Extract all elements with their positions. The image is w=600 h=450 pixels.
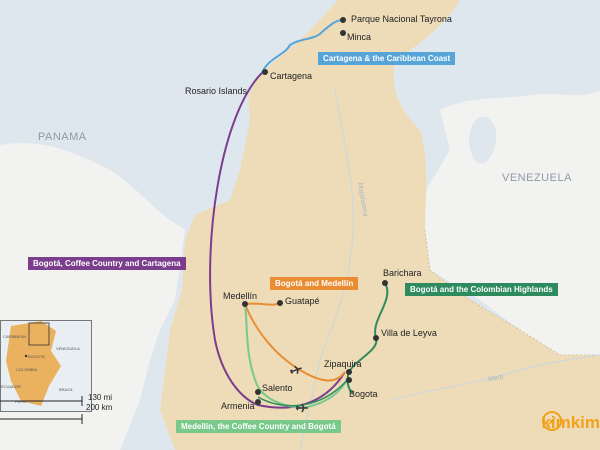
scale-label-km: 200 km <box>86 403 113 412</box>
scale-label-mi: 130 mi <box>88 393 113 402</box>
marker-salento[interactable] <box>255 389 261 395</box>
inset-locator-map: CARIBBEAN VENEZUELA BOGOTA COLOMBIA ECUA… <box>0 320 92 412</box>
river-magdalena <box>299 89 354 450</box>
country-label-venezuela: VENEZUELA <box>502 172 572 184</box>
inset-label-caribbean: CARIBBEAN <box>3 334 27 339</box>
city-label-salento: Salento <box>262 383 293 393</box>
city-label-medellin: Medellín <box>223 291 258 301</box>
route-label-medellin-coffee-bogota[interactable]: Medellín, the Coffee Country and Bogotá <box>176 420 341 433</box>
city-label-guatape: Guatapé <box>285 296 320 306</box>
inset-label-colombia: COLOMBIA <box>16 367 38 372</box>
city-label-minca: Minca <box>347 32 372 42</box>
marker-minca[interactable] <box>340 30 346 36</box>
plane-icon <box>290 365 302 374</box>
route-line-green <box>346 282 389 394</box>
inset-label-bogota: BOGOTA <box>28 354 45 359</box>
border-line <box>424 229 600 356</box>
lake-maracaibo <box>469 116 497 164</box>
route-line-darkgreen <box>257 377 350 407</box>
marker-cartagena[interactable] <box>262 69 268 75</box>
scale-bar-lines <box>0 396 83 424</box>
route-label-bogota-medellin[interactable]: Bogotá and Medellín <box>270 277 359 290</box>
land-colombia <box>160 0 600 450</box>
city-label-zipaquira: Zipaquira <box>324 359 362 369</box>
city-label-cartagena: Cartagena <box>270 71 313 81</box>
marker-armenia[interactable] <box>255 399 261 405</box>
route-label-bogota-coffee-cartagena[interactable]: Bogotá, Coffee Country and Cartagena <box>28 257 186 270</box>
marker-barichara[interactable] <box>382 280 388 286</box>
inset-label-venezuela: VENEZUELA <box>56 346 80 351</box>
scale-bar: 130 mi 200 km <box>0 391 125 431</box>
brand-logo: kimkim <box>541 410 600 436</box>
route-line-lightgreen <box>244 303 348 410</box>
inset-label-brazil: BRAZIL <box>59 387 74 392</box>
marker-medellin[interactable] <box>242 301 248 307</box>
compass-icon <box>542 411 563 431</box>
city-label-rosario-islands: Rosario Islands <box>185 86 248 96</box>
city-label-tayrona: Parque Nacional Tayrona <box>351 14 452 24</box>
city-label-villa-de-leyva: Villa de Leyva <box>381 328 437 338</box>
country-label-panama: PANAMA <box>38 131 87 143</box>
inset-label-ecuador: ECUADOR <box>1 384 22 389</box>
marker-guatape[interactable] <box>277 300 283 306</box>
marker-zipaquira[interactable] <box>346 369 352 375</box>
marker-bogota[interactable] <box>346 377 352 383</box>
city-label-armenia: Armenia <box>221 401 255 411</box>
brand-name: kimkim <box>541 413 600 432</box>
route-line-blue <box>261 19 344 74</box>
marker-tayrona[interactable] <box>340 17 346 23</box>
city-label-barichara: Barichara <box>383 268 422 278</box>
inset-map-shapes <box>6 321 61 406</box>
route-label-colombian-highlands[interactable]: Bogotá and the Colombian Highlands <box>405 283 558 296</box>
city-label-bogota: Bogota <box>349 389 378 399</box>
plane-icon <box>296 403 308 413</box>
route-label-caribbean[interactable]: Cartagena & the Caribbean Coast <box>318 52 456 65</box>
river-meta <box>389 354 600 401</box>
marker-villa-de-leyva[interactable] <box>373 335 379 341</box>
